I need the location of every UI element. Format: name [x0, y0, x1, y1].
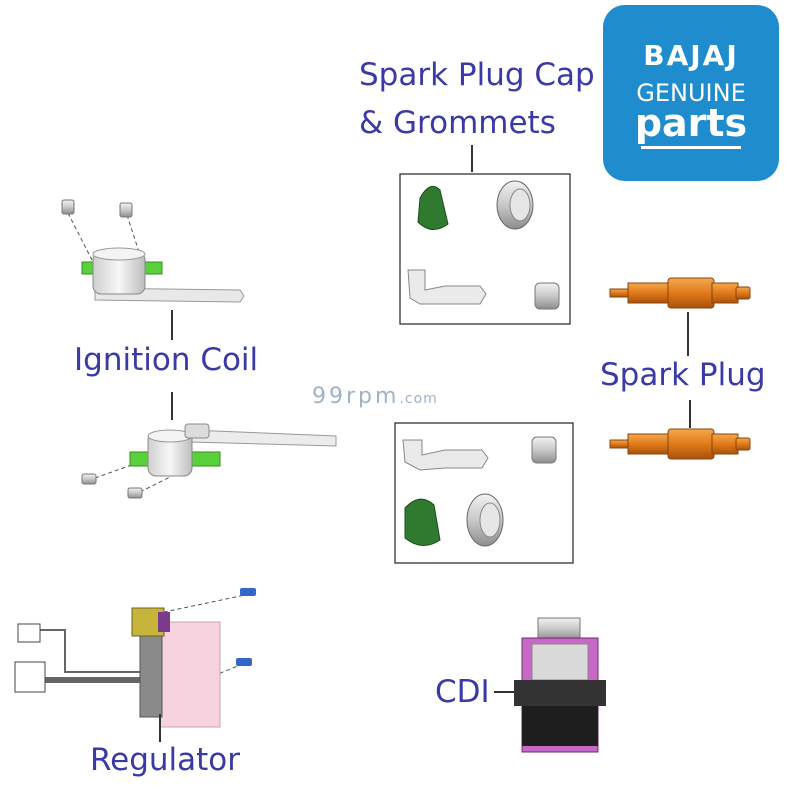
- connector-plug: [17, 623, 41, 643]
- cdi-band: [514, 680, 606, 706]
- spark-plug-cap-box-bottom: [394, 422, 574, 564]
- label-spark-plug: Spark Plug: [600, 357, 766, 393]
- grommet-inner: [509, 188, 531, 222]
- coil-terminal: [184, 423, 210, 439]
- cdi-unit: [514, 617, 606, 753]
- cdi-connector: [537, 617, 581, 641]
- spark-plug-cap-box-top: [399, 145, 571, 325]
- coil-lead-wire: [189, 429, 337, 447]
- ignition-coil-bottom: [81, 423, 337, 499]
- cdi-base: [522, 706, 598, 746]
- ignition-coil-top: [61, 199, 245, 303]
- regulator-connector-pin: [158, 612, 170, 632]
- bajaj-genuine-parts-logo: BAJAJ GENUINE parts: [603, 5, 779, 181]
- label-cdi: CDI: [435, 674, 490, 710]
- leader-line: [149, 594, 246, 616]
- plug-cap: [407, 269, 487, 305]
- spark-plug-thread: [627, 433, 671, 455]
- spark-plug-bottom: [609, 428, 751, 460]
- regulator-bracket: [139, 634, 163, 718]
- screw-icon: [240, 588, 256, 596]
- leader-line: [94, 461, 141, 479]
- logo-genuine: GENUINE: [636, 79, 746, 107]
- label-regulator: Regulator: [90, 742, 241, 778]
- watermark-main: 99rpm: [312, 384, 400, 409]
- logo-parts: parts: [634, 101, 748, 145]
- screw-icon: [81, 473, 97, 485]
- grommet-green: [417, 185, 449, 230]
- spark-plug-tip: [609, 439, 631, 449]
- screw-icon: [119, 202, 133, 218]
- regulator-body: [159, 621, 221, 728]
- spark-plug-thread: [627, 282, 671, 304]
- watermark: 99rpm.com: [312, 384, 438, 409]
- spark-plug-hex: [667, 277, 715, 309]
- coil-top: [92, 247, 146, 261]
- regulator-wire: [30, 629, 140, 673]
- spark-plug-tip: [609, 288, 631, 298]
- plug-cap: [402, 439, 489, 471]
- spark-plug-terminal: [735, 437, 751, 451]
- screw-icon: [61, 199, 75, 215]
- screw-icon: [236, 658, 252, 666]
- spark-plug-insulator: [711, 282, 739, 304]
- grommet-green: [404, 498, 441, 546]
- label-ignition-coil: Ignition Coil: [74, 342, 259, 378]
- regulator: [14, 588, 256, 728]
- plug-cap-boot: [531, 436, 557, 464]
- grommet-inner: [479, 502, 501, 538]
- spark-plug-insulator: [711, 433, 739, 455]
- spark-plug-top: [609, 277, 751, 309]
- cdi-window: [531, 643, 589, 681]
- connector-plug: [14, 661, 46, 693]
- watermark-suffix: .com: [399, 391, 438, 407]
- logo-brand: BAJAJ: [643, 39, 739, 72]
- logo-underline: [641, 146, 741, 149]
- spark-plug-terminal: [735, 286, 751, 300]
- leader-line: [67, 212, 93, 261]
- label-spark-plug-cap: Spark Plug Cap: [359, 57, 595, 93]
- plug-cap-boot: [534, 282, 560, 310]
- label-grommets: & Grommets: [359, 105, 556, 141]
- screw-icon: [127, 487, 143, 499]
- leader-line: [126, 214, 141, 256]
- spark-plug-hex: [667, 428, 715, 460]
